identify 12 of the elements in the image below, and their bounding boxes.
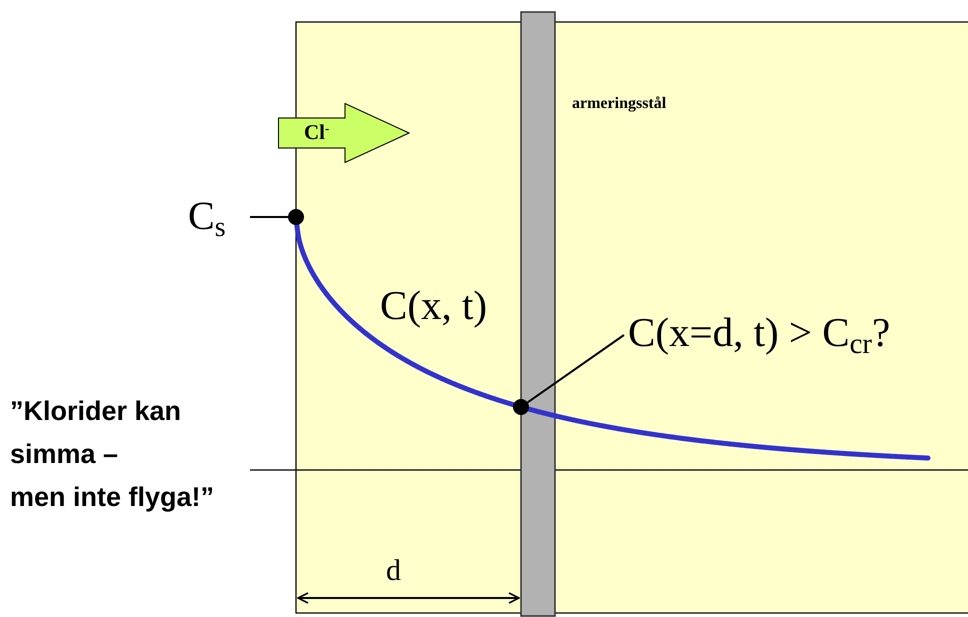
point-marker bbox=[288, 209, 304, 225]
curve-label: C(x, t) bbox=[380, 285, 488, 326]
quote-text: ”Klorider kan bbox=[10, 398, 182, 425]
quote-text: simma – bbox=[10, 441, 118, 468]
threshold-question: C(x=d, t) > C$_{cr}$? bbox=[628, 312, 892, 359]
part-label: armeringsstål bbox=[572, 96, 666, 112]
ion-label: Cl$^{-}$ bbox=[304, 122, 330, 143]
leader-line bbox=[250, 216, 288, 218]
surface-concentration-label: C$_{s}$ bbox=[188, 196, 227, 242]
quote-text: men inte flyga!” bbox=[10, 484, 214, 511]
leader-line bbox=[526, 334, 625, 404]
dimension-label: d bbox=[386, 556, 401, 586]
